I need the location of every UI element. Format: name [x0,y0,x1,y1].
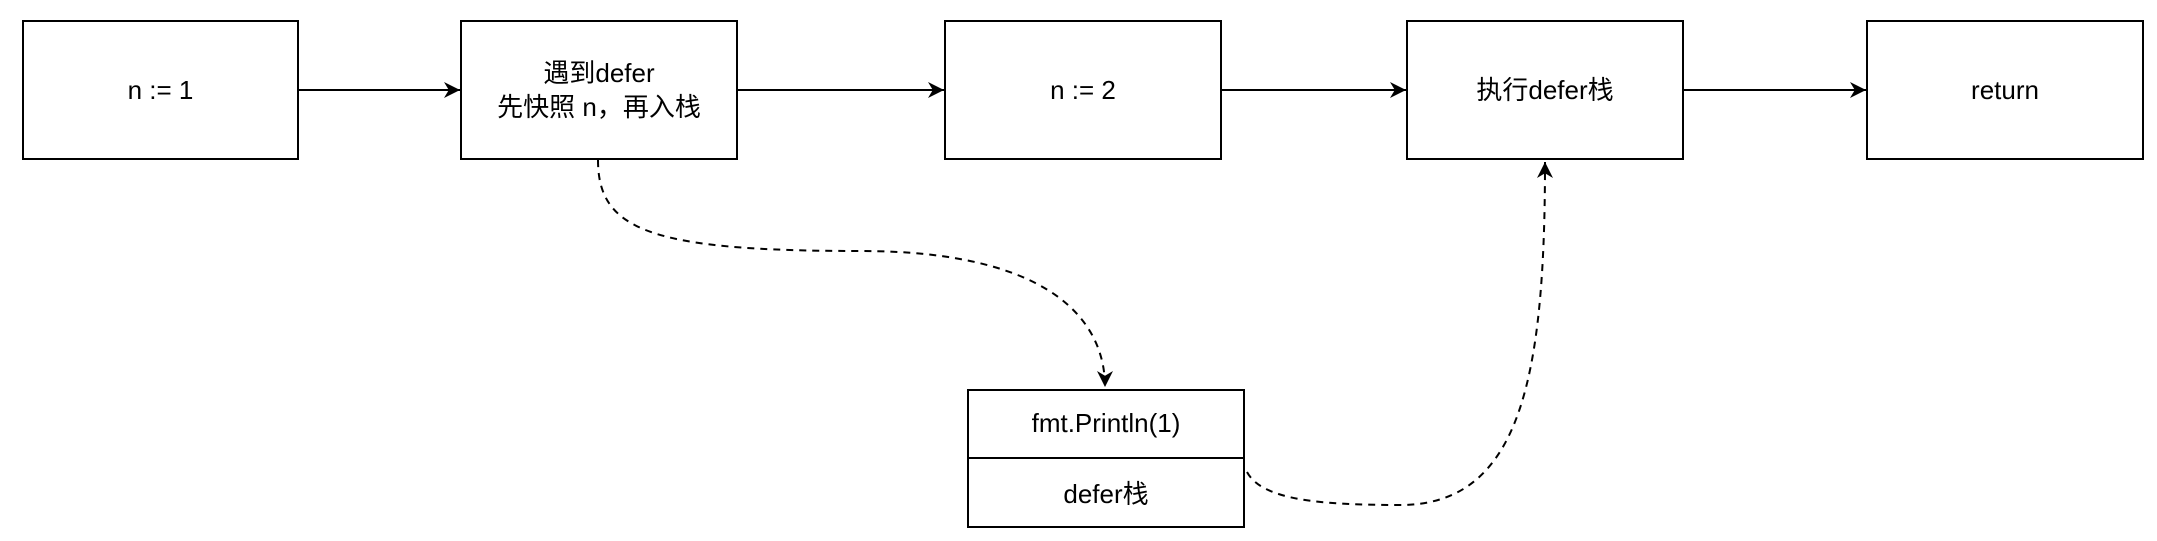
defer-stack-item-label: fmt.Println(1) [1031,408,1181,439]
step-return-label: return [1971,75,2039,105]
dashed-arrow-stack-to-exec [1246,161,1553,507]
step-n-equals-1-label: n := 1 [127,75,194,105]
step-n-equals-2: n := 2 [944,20,1222,160]
step-n-equals-2-label: n := 2 [1050,75,1116,105]
defer-stack: fmt.Println(1) defer栈 [967,389,1245,528]
defer-stack-item: fmt.Println(1) [969,391,1243,459]
step-return: return [1866,20,2144,160]
step-defer-snapshot-line1: 遇到defer [543,58,655,88]
step-defer-snapshot-line2: 先快照 n，再入栈 [497,92,701,122]
step-execute-defer-stack-label: 执行defer栈 [1476,75,1614,105]
step-execute-defer-stack: 执行defer栈 [1406,20,1684,160]
defer-stack-title-label: defer栈 [1063,478,1149,509]
defer-stack-title: defer栈 [969,459,1243,527]
dashed-arrow-snapshot-to-stack [597,159,1113,388]
step-defer-snapshot: 遇到defer 先快照 n，再入栈 [460,20,738,160]
step-n-equals-1: n := 1 [22,20,299,160]
